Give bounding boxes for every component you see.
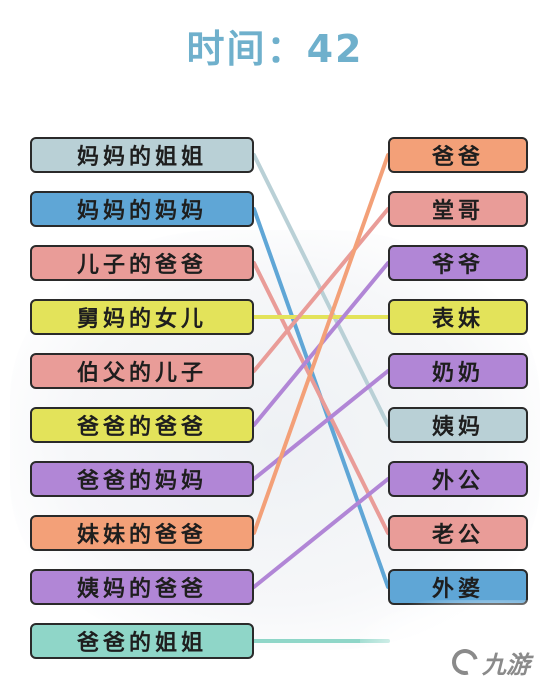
watermark-logo: 九游 [447,644,530,680]
right-tile-1[interactable]: 堂哥 [388,191,528,227]
right-tile-2[interactable]: 爷爷 [388,245,528,281]
left-tile-1[interactable]: 妈妈的妈妈 [30,191,254,227]
connection-line-8 [252,477,390,589]
right-tile-8[interactable]: 外婆 [388,569,528,605]
right-tile-0[interactable]: 爸爸 [388,137,528,173]
left-tile-7[interactable]: 妹妹的爸爸 [30,515,254,551]
left-tile-0[interactable]: 妈妈的姐姐 [30,137,254,173]
right-tile-4[interactable]: 奶奶 [388,353,528,389]
watermark-text: 九游 [482,650,530,679]
watermark-fade [360,600,550,686]
watermark-icon [447,644,483,680]
connection-line-4 [252,207,390,373]
right-tile-5[interactable]: 姨妈 [388,407,528,443]
left-tile-4[interactable]: 伯父的儿子 [30,353,254,389]
connection-line-6 [252,369,390,481]
right-tile-6[interactable]: 外公 [388,461,528,497]
left-tile-6[interactable]: 爸爸的妈妈 [30,461,254,497]
left-tile-2[interactable]: 儿子的爸爸 [30,245,254,281]
left-tile-5[interactable]: 爸爸的爸爸 [30,407,254,443]
connection-line-2 [252,261,390,535]
right-tile-3[interactable]: 表妹 [388,299,528,335]
left-tile-9[interactable]: 爸爸的姐姐 [30,623,254,659]
left-tile-8[interactable]: 姨妈的爸爸 [30,569,254,605]
timer-display: 时间：42 [0,18,550,73]
timer-label: 时间 [186,27,267,71]
connection-line-7 [252,153,390,535]
left-tile-3[interactable]: 舅妈的女儿 [30,299,254,335]
right-tile-7[interactable]: 老公 [388,515,528,551]
timer-separator: ： [266,27,307,71]
timer-value: 42 [306,27,364,71]
